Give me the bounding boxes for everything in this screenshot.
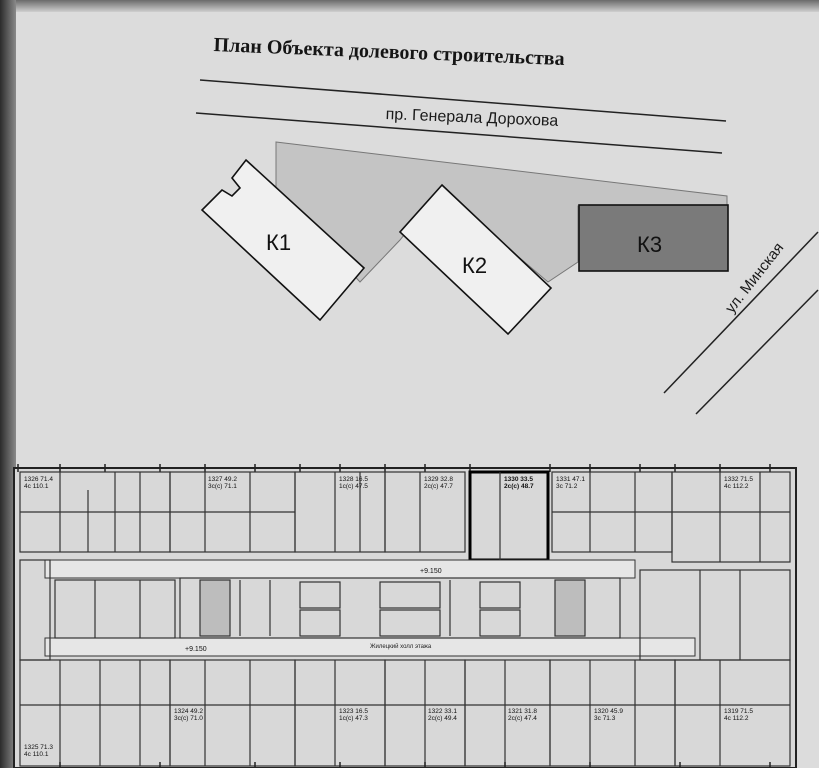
building-k2-label: К2 [462,253,487,278]
elevation-mark-left: +9.150 [185,646,207,653]
building-k1 [200,158,366,322]
building-k2 [398,183,553,336]
street-line-top-2 [195,112,723,154]
page-top-edge [0,0,819,12]
street-line-side-2 [695,289,819,415]
building-k1-label: К1 [266,230,291,255]
floor-plan: +9.150 +9.150 Жилецкий холл этажа [13,464,797,768]
elevation-mark-center: +9.150 [420,568,442,575]
book-spine-edge [0,0,16,768]
building-k3 [578,204,729,272]
building-k3-label: К3 [637,232,662,257]
street-line-side-1 [663,231,819,394]
street-line-top-1 [199,79,727,122]
corridor-note: Жилецкий холл этажа [370,643,432,650]
